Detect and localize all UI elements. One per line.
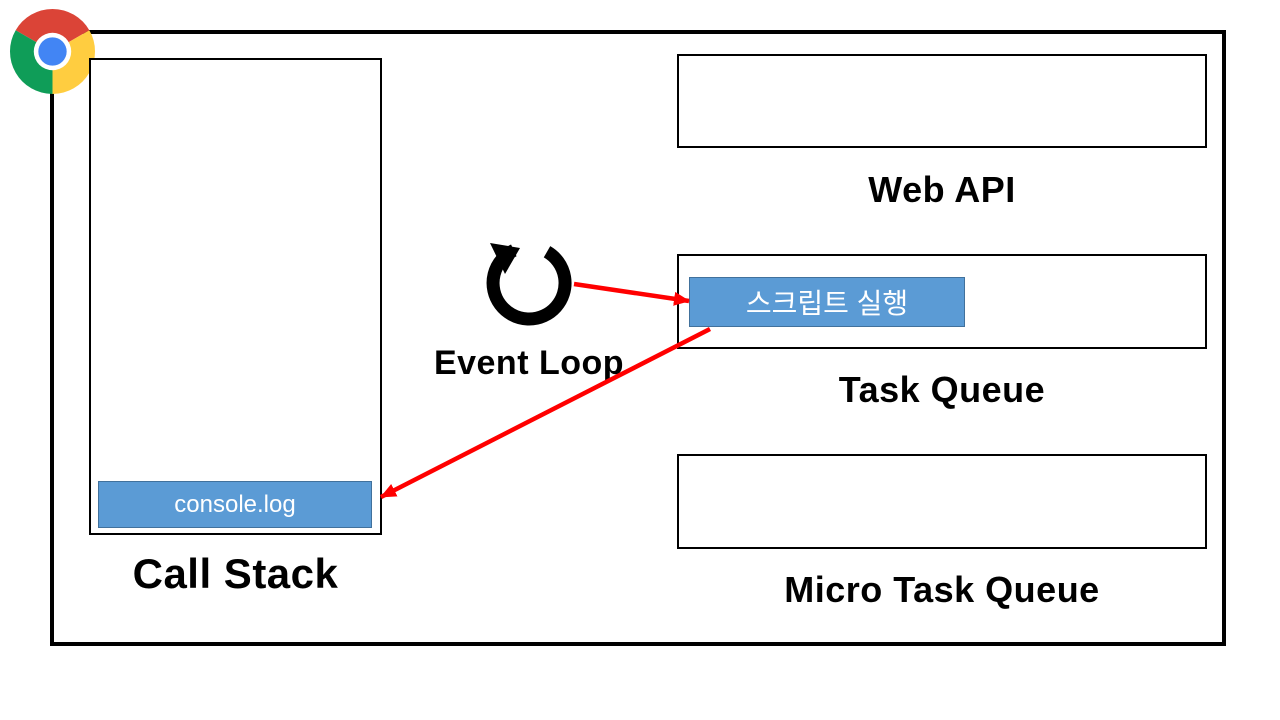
web-api-box — [677, 54, 1207, 148]
task-queue-label: Task Queue — [838, 369, 1046, 410]
micro-task-queue-box — [677, 454, 1207, 549]
web-api-label: Web API — [868, 169, 1016, 210]
event-loop-icon — [486, 243, 572, 326]
micro-task-queue-label: Micro Task Queue — [784, 569, 1100, 610]
call-stack-item: console.log — [98, 481, 372, 528]
browser-runtime-frame — [50, 30, 1226, 646]
event-loop-label: Event Loop — [433, 344, 625, 382]
call-stack-box — [89, 58, 382, 535]
chrome-logo-icon — [9, 8, 96, 94]
task-queue-item-label: 스크립트 실행 — [745, 288, 909, 319]
task-queue-item: 스크립트 실행 — [689, 277, 965, 327]
call-stack-label: Call Stack — [132, 550, 339, 597]
call-stack-item-label: console.log — [174, 490, 296, 518]
